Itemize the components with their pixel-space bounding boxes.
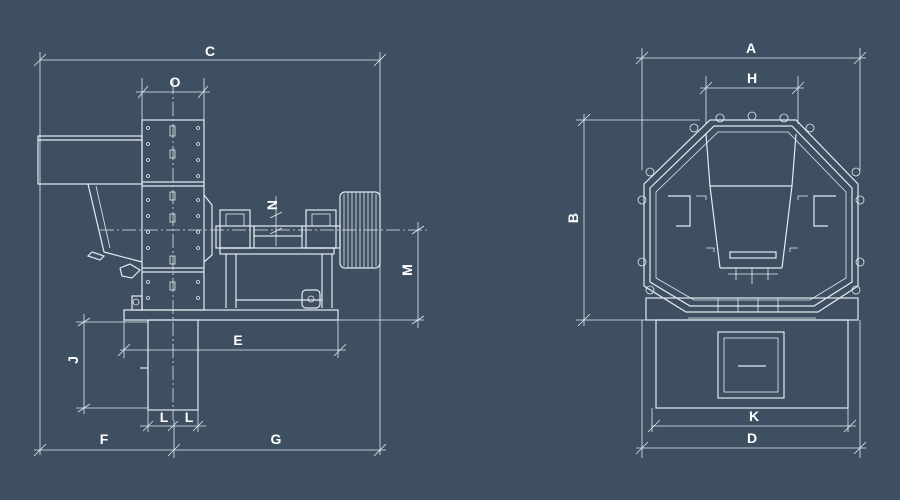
dimension-label-b: B [565, 213, 581, 223]
dimension-label-j: J [65, 356, 81, 364]
dimension-b: B [565, 113, 700, 327]
dimension-label-l-right: L [185, 409, 194, 425]
octagonal-housing [637, 111, 865, 321]
dimension-m: M [338, 222, 425, 328]
dimension-f-g: F G [33, 420, 387, 458]
dimension-label-d: D [747, 430, 757, 446]
dimension-label-c: C [205, 43, 215, 59]
dimension-label-o: O [170, 74, 181, 90]
dimension-label-l-left: L [160, 409, 169, 425]
dimension-label-f: F [100, 431, 109, 447]
dimension-label-k: K [749, 408, 759, 424]
dimension-label-n: N [264, 200, 280, 210]
dimension-label-m: M [399, 264, 415, 276]
dimension-l: L L [140, 409, 206, 432]
dimension-n: N [264, 196, 283, 246]
feed-chute [37, 135, 143, 279]
dimension-a: A [635, 40, 867, 170]
dimension-label-e: E [233, 332, 242, 348]
side-view: C O [33, 43, 428, 458]
rotor-housing [131, 80, 205, 420]
outlet-box [651, 319, 849, 432]
outlet-chute [140, 319, 199, 411]
dimension-h: H [699, 70, 805, 124]
front-view: A H [565, 40, 867, 458]
dimension-label-g: G [271, 431, 282, 447]
drive-assembly [100, 194, 428, 321]
dimension-d: D [635, 320, 867, 458]
drive-pulley [339, 191, 381, 269]
dimension-c: C [33, 43, 387, 455]
dimension-j: J [65, 314, 148, 414]
dimension-label-a: A [746, 40, 756, 56]
dimension-label-h: H [747, 70, 757, 86]
dimension-k: K [647, 408, 857, 433]
dimension-e: E [117, 320, 347, 358]
